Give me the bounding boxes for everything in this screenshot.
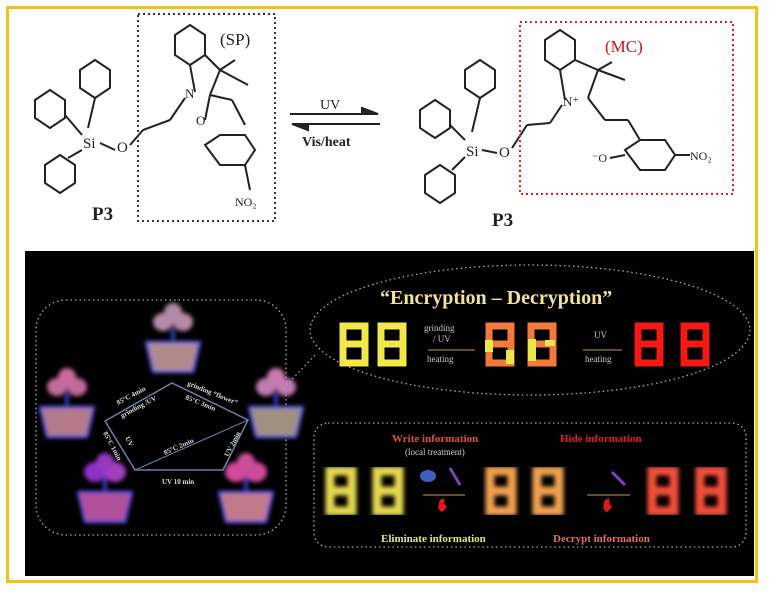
sp-tag: (SP)	[220, 30, 250, 49]
svg-text:O: O	[117, 140, 128, 156]
heat-icon	[603, 498, 612, 512]
svg-text:NO₂: NO₂	[235, 195, 257, 209]
figure-frame	[6, 6, 758, 583]
eliminate-info-label: Eliminate information	[381, 533, 486, 545]
svg-text:O: O	[499, 145, 510, 161]
right-p3-label: P3	[492, 210, 513, 231]
svg-text:N: N	[185, 86, 195, 101]
step1-top-label: grinding	[424, 323, 455, 333]
write-info-sub: (local treatment)	[405, 447, 465, 457]
digits-red	[634, 322, 710, 367]
edge-label: UV 2min	[223, 430, 243, 458]
write-info-label: Write information	[392, 433, 478, 445]
svg-text:Si: Si	[83, 136, 96, 152]
heat-icon	[438, 498, 447, 512]
encryption-title: “Encryption – Decryption”	[380, 287, 612, 309]
svg-text:Si: Si	[466, 144, 479, 160]
svg-text:N⁺: N⁺	[563, 94, 579, 109]
svg-text:NO₂: NO₂	[690, 149, 712, 163]
decrypt-info-label: Decrypt information	[553, 533, 650, 545]
arrow-forward-label: UV	[320, 98, 340, 113]
mc-tag: (MC)	[605, 37, 643, 56]
left-p3-label: P3	[92, 204, 113, 225]
photo-panel	[25, 251, 754, 576]
grinding-bowl-icon	[420, 470, 436, 482]
flower-pots	[38, 303, 305, 523]
rough-digits-yellow	[325, 466, 404, 516]
svg-text:⁻O: ⁻O	[592, 151, 607, 165]
step1-mid-label: / UV	[433, 334, 451, 344]
arrow-reverse-label: Vis/heat	[302, 135, 351, 150]
svg-text:O: O	[196, 113, 205, 128]
edge-label: UV	[123, 435, 135, 448]
step1-bottom-label: heating	[427, 354, 454, 364]
uv-lamp-icon	[448, 467, 462, 486]
rough-digits-orange	[485, 466, 564, 516]
uv-lamp-icon	[610, 470, 627, 487]
digits-orange	[485, 322, 557, 367]
chemical-scheme: Si O N O NO₂ (SP) P3 UV Vis/heat	[34, 13, 734, 231]
edge-label: UV 10 min	[162, 478, 194, 486]
step2-top-label: UV	[594, 330, 607, 340]
edge-label: 85°C 2min	[163, 437, 195, 457]
rough-digits-red	[647, 466, 727, 516]
digits-yellow	[339, 322, 407, 367]
step2-bottom-label: heating	[585, 354, 612, 364]
hide-info-label: Hide information	[560, 433, 642, 445]
